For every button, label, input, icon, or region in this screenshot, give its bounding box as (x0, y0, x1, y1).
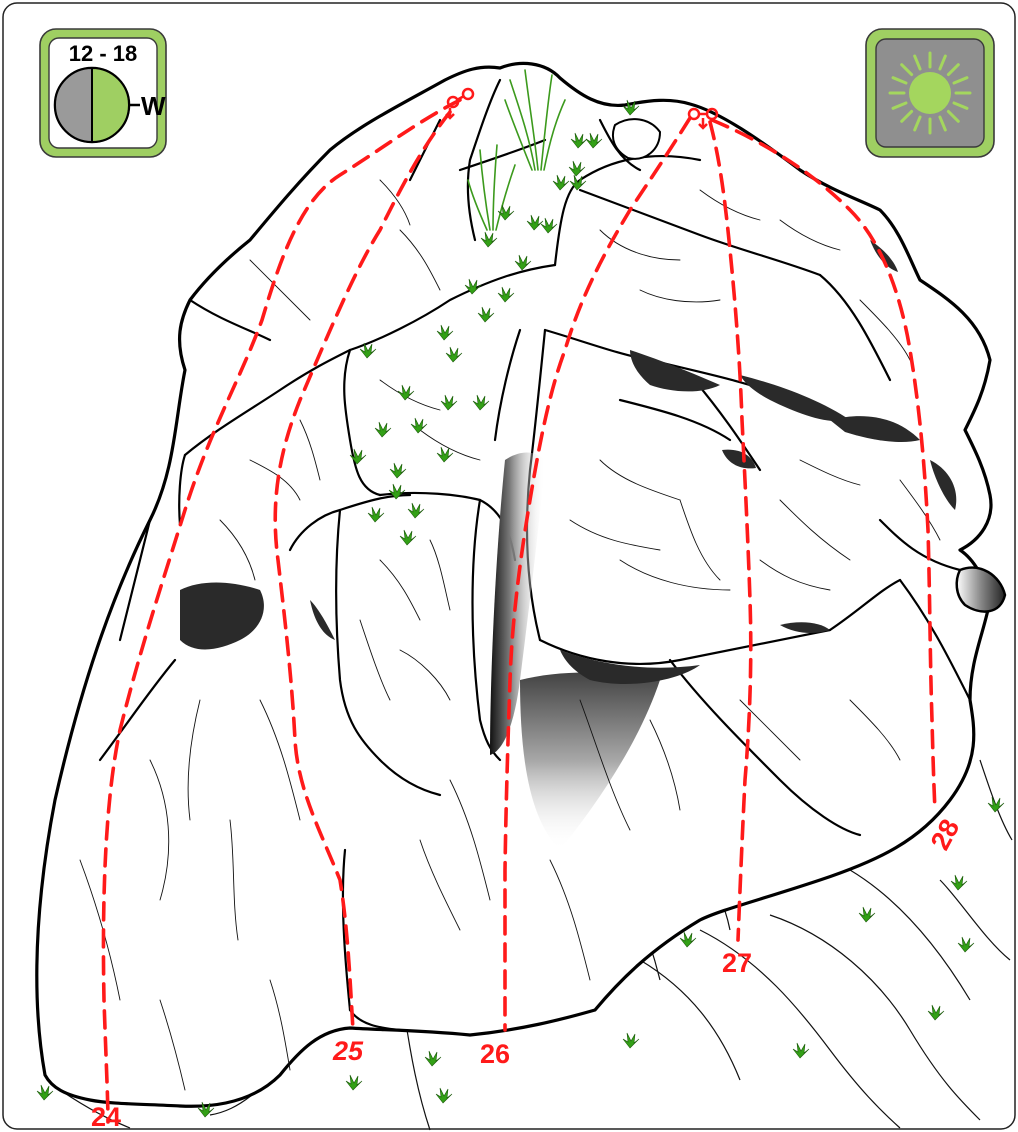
route-number-24[interactable]: 24 (91, 1102, 121, 1132)
sun-hours-text: 12 - 18 (69, 41, 138, 66)
sun-hours-badge: 12 - 18 W (40, 29, 166, 157)
sun-icon (890, 53, 970, 133)
sun-exposure-badge (866, 29, 994, 157)
route-number-27[interactable]: 27 (722, 948, 752, 978)
route-number-26[interactable]: 26 (480, 1039, 510, 1069)
route-number-25[interactable]: 25 (332, 1036, 364, 1066)
orientation-label: W (141, 91, 166, 121)
